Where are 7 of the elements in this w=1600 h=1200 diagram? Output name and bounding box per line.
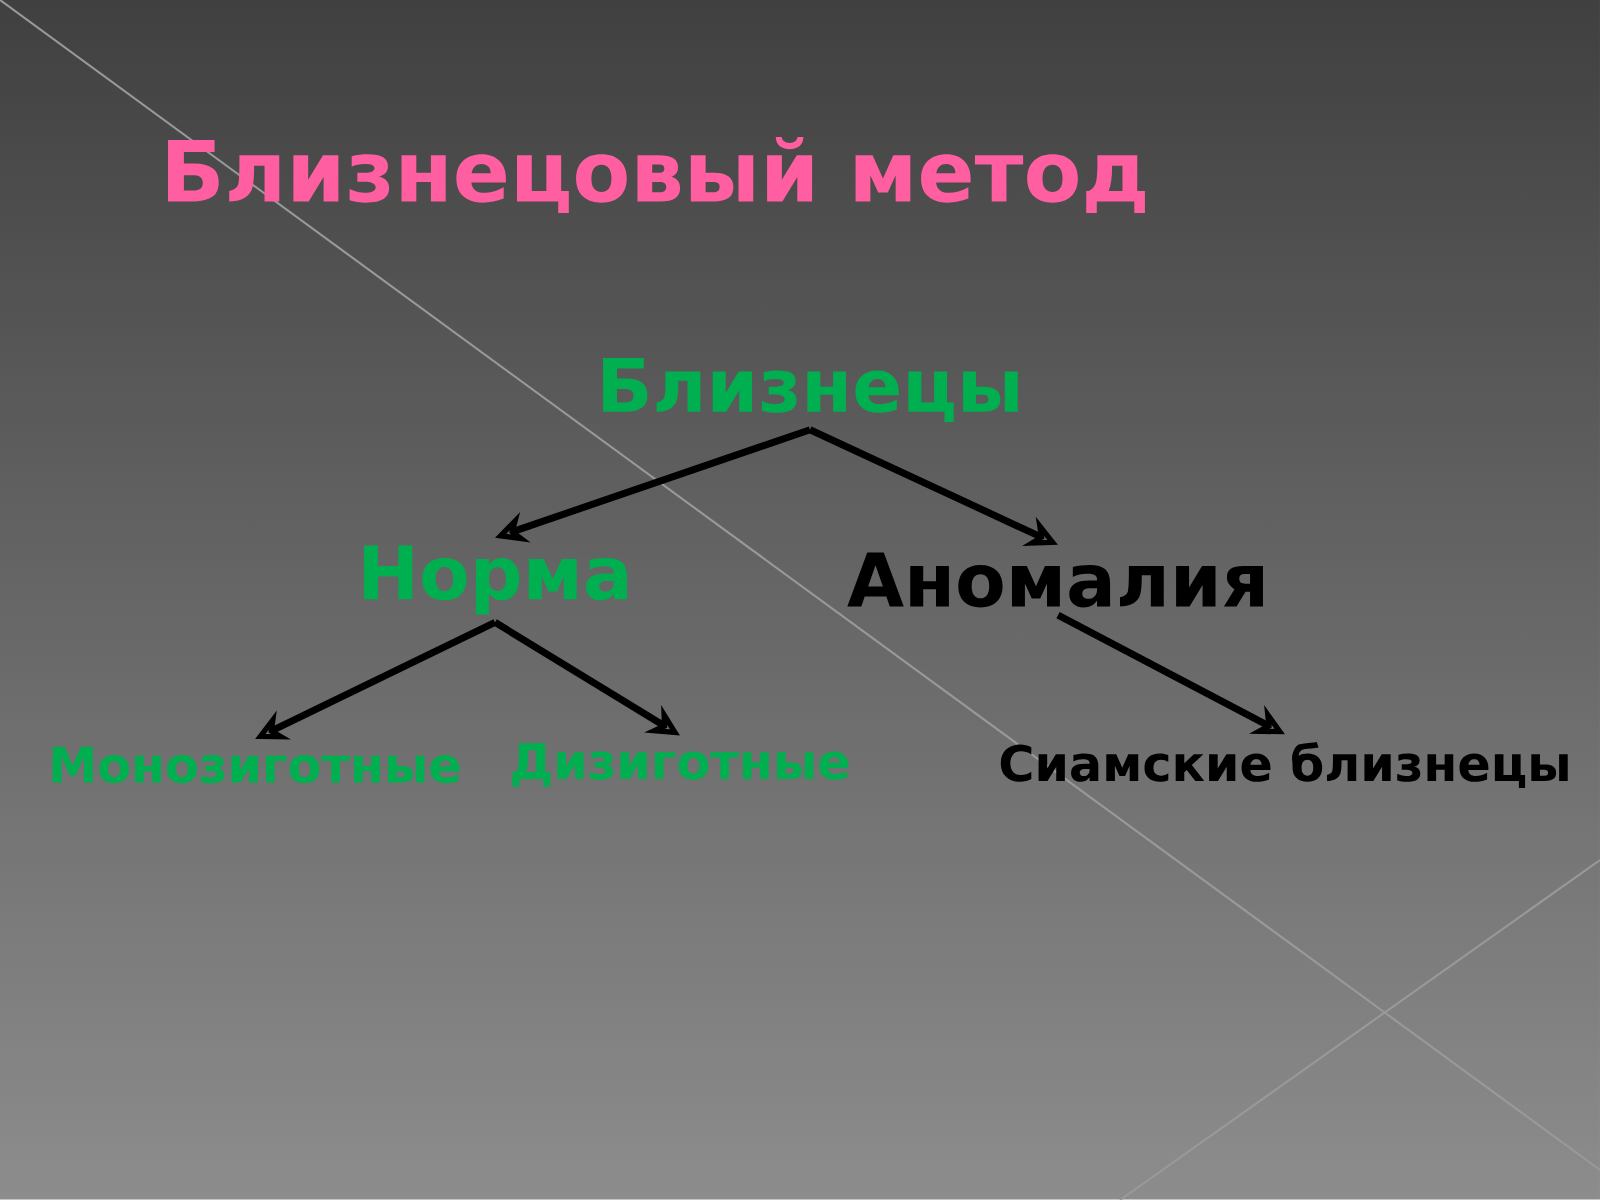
- node-label: Сиамские близнецы: [1000, 742, 1568, 788]
- node-label: Дизиготные: [512, 743, 849, 787]
- node-label: Норма: [364, 545, 627, 615]
- node-label: Монозиготные: [52, 746, 460, 784]
- node-label: Близнецы: [603, 358, 1018, 422]
- node-label: Аномалия: [847, 552, 1263, 608]
- title: Близнецовый метод: [168, 136, 1145, 214]
